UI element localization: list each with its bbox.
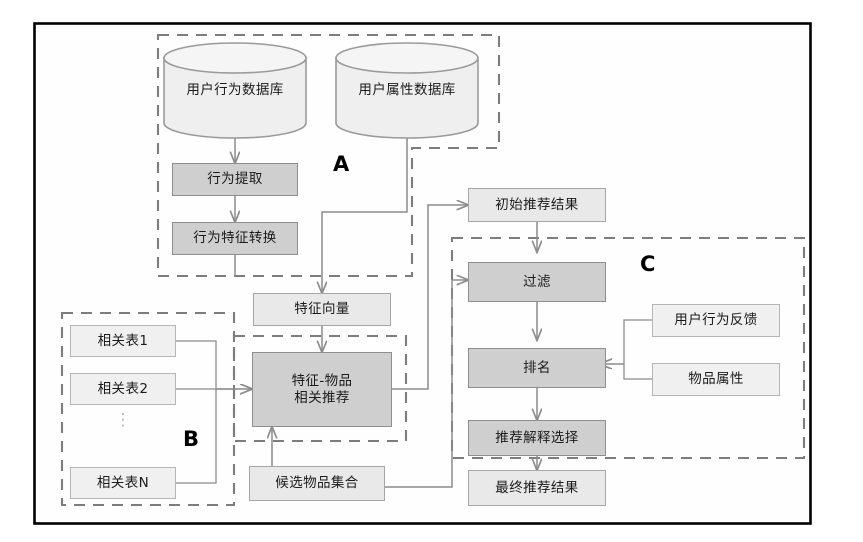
node-feature-item-recommend-line1: 特征-物品 xyxy=(291,372,353,389)
region-label-c: C xyxy=(640,252,656,276)
user-attribute-db-label: 用户属性数据库 xyxy=(358,82,456,98)
conn-attributedb-to-featurevector xyxy=(322,136,408,293)
conn-table1-bus xyxy=(176,340,217,389)
user-behavior-db-label: 用户行为数据库 xyxy=(186,82,284,98)
conn-recommend-to-initial xyxy=(392,205,468,390)
node-feature-vector[interactable]: 特征向量 xyxy=(253,293,391,326)
node-explanation-selection[interactable]: 推荐解释选择 xyxy=(468,420,606,456)
conn-itemattr-to-ranking xyxy=(623,364,652,380)
node-relation-table-2[interactable]: 相关表2 xyxy=(70,373,176,405)
node-relation-table-1[interactable]: 相关表1 xyxy=(70,325,176,357)
node-ranking[interactable]: 排名 xyxy=(468,348,606,388)
conn-tablen-bus xyxy=(176,389,217,484)
conn-candidate-to-filter xyxy=(385,280,468,488)
node-relation-table-n[interactable]: 相关表N xyxy=(70,467,176,499)
region-a-outline xyxy=(156,33,501,278)
node-final-recommend-result[interactable]: 最终推荐结果 xyxy=(468,470,606,506)
region-label-b: B xyxy=(183,427,200,451)
node-feature-item-recommend-line2: 相关推荐 xyxy=(294,389,350,406)
relation-tables-ellipsis: ⋮ xyxy=(114,410,132,430)
node-item-attribute[interactable]: 物品属性 xyxy=(652,363,780,396)
node-behavior-feature-transform[interactable]: 行为特征转换 xyxy=(172,222,298,255)
node-user-behavior-feedback[interactable]: 用户行为反馈 xyxy=(652,304,780,337)
node-candidate-item-set[interactable]: 候选物品集合 xyxy=(249,466,385,501)
node-feature-item-recommend[interactable]: 特征-物品 相关推荐 xyxy=(252,352,392,427)
outer-frame xyxy=(33,22,812,525)
region-label-a: A xyxy=(333,152,350,176)
node-behavior-extraction[interactable]: 行为提取 xyxy=(172,163,298,196)
conn-feedback-to-ranking xyxy=(623,319,652,364)
node-initial-recommend-result[interactable]: 初始推荐结果 xyxy=(468,188,606,222)
node-filter[interactable]: 过滤 xyxy=(468,262,606,302)
